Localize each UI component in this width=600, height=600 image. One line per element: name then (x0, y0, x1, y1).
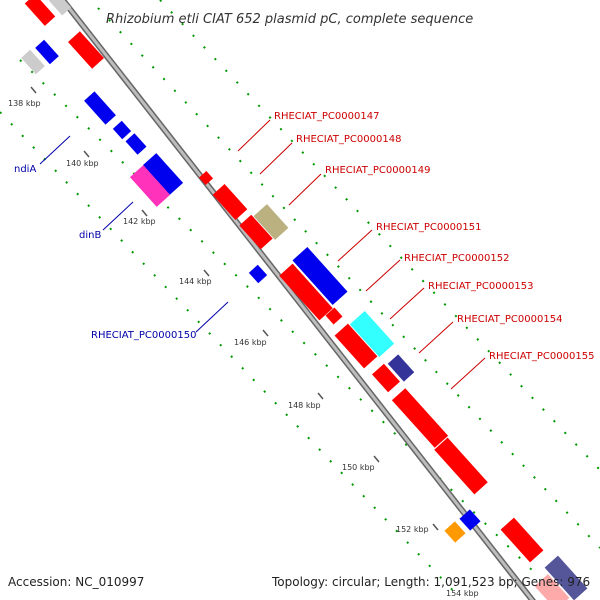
label-RHECIAT_PC0000155[interactable]: RHECIAT_PC0000155 (489, 351, 594, 362)
gene-red-forward-small[interactable] (325, 307, 343, 325)
gene-pink-forward[interactable] (534, 574, 570, 600)
map-title: Rhizobium etli CIAT 652 plasmid pC, comp… (106, 12, 473, 27)
tick-label-146: 146 kbp (234, 338, 267, 347)
gene-orange-reverse[interactable] (444, 521, 466, 543)
label-ndiA[interactable]: ndiA (14, 164, 36, 175)
label-RHECIAT_PC0000153[interactable]: RHECIAT_PC0000153 (428, 281, 533, 292)
gene-blue-reverse-1[interactable] (35, 39, 59, 65)
gc-track-inner-2 (159, 0, 600, 471)
gene-blue-reverse-5[interactable] (459, 509, 481, 531)
reverse-label-leaders (39, 135, 229, 333)
backbone (59, 0, 536, 600)
gene-RHECIAT_PC0000151[interactable] (292, 247, 348, 305)
tick-144 (203, 269, 210, 277)
gene-RHECIAT_PC0000148[interactable] (212, 184, 248, 220)
tick-146 (262, 329, 269, 337)
gc-track-inner-1 (0, 111, 463, 600)
gene-red-forward-2[interactable] (68, 31, 104, 69)
scale-ticks (30, 86, 439, 531)
tick-152 (432, 523, 439, 531)
tick-150 (373, 455, 380, 463)
gene-gray-reverse-1[interactable] (21, 49, 45, 75)
topology-summary-text: Topology: circular; Length: 1,091,523 bp… (271, 575, 590, 589)
label-RHECIAT_PC0000152[interactable]: RHECIAT_PC0000152 (404, 253, 509, 264)
forward-strand-genes (24, 0, 588, 600)
label-RHECIAT_PC0000154[interactable]: RHECIAT_PC0000154 (457, 314, 562, 325)
label-RHECIAT_PC0000148[interactable]: RHECIAT_PC0000148 (296, 134, 401, 145)
tick-label-140: 140 kbp (66, 159, 99, 168)
gene-olive-forward[interactable] (253, 204, 289, 240)
tick-label-142: 142 kbp (123, 217, 156, 226)
reverse-strand-genes (21, 39, 481, 543)
gene-RHECIAT_PC0000154[interactable] (334, 323, 378, 369)
gene-ndiA[interactable] (125, 133, 147, 155)
accession-text: Accession: NC_010997 (8, 575, 144, 589)
gene-RHECIAT_PC0000147[interactable] (198, 170, 214, 186)
gene-navy-forward[interactable] (387, 354, 415, 382)
gene-navy-forward-2[interactable] (544, 555, 588, 600)
gene-red-forward-5[interactable] (500, 517, 544, 563)
tick-140 (83, 150, 90, 158)
label-RHECIAT_PC0000149[interactable]: RHECIAT_PC0000149 (325, 165, 430, 176)
tick-142 (141, 209, 148, 217)
gene-red-forward-3[interactable] (372, 363, 400, 393)
gene-RHECIAT_PC0000150[interactable] (248, 264, 268, 284)
gene-gray-forward-1[interactable] (48, 0, 72, 16)
gene-blue-reverse-3[interactable] (112, 120, 132, 140)
gc-track-outer-1 (97, 7, 600, 549)
tick-label-150: 150 kbp (342, 463, 375, 472)
gene-red-forward-1[interactable] (24, 0, 56, 26)
tick-label-152: 152 kbp (396, 525, 429, 534)
tick-138 (30, 86, 37, 94)
gene-RHECIAT_PC0000152[interactable] (279, 263, 333, 321)
tick-label-138: 138 kbp (8, 99, 41, 108)
gene-red-forward-4[interactable] (434, 437, 488, 495)
label-RHECIAT_PC0000151[interactable]: RHECIAT_PC0000151 (376, 222, 481, 233)
label-RHECIAT_PC0000150[interactable]: RHECIAT_PC0000150 (91, 330, 196, 341)
label-RHECIAT_PC0000147[interactable]: RHECIAT_PC0000147 (274, 111, 379, 122)
tick-label-144: 144 kbp (179, 277, 212, 286)
tick-label-154: 154 kbp (446, 589, 479, 598)
gene-blue-reverse-4[interactable] (142, 153, 184, 195)
gene-RHECIAT_PC0000155[interactable] (391, 388, 449, 448)
label-dinB[interactable]: dinB (79, 230, 101, 241)
scale-tick-labels: 138 kbp 140 kbp 142 kbp 144 kbp 146 kbp … (8, 99, 479, 598)
gene-blue-reverse-2[interactable] (84, 91, 116, 125)
tick-148 (317, 392, 324, 400)
reverse-gene-labels: ndiA dinB RHECIAT_PC0000150 (14, 164, 196, 341)
gene-RHECIAT_PC0000153[interactable] (349, 310, 395, 358)
forward-gene-labels: RHECIAT_PC0000147 RHECIAT_PC0000148 RHEC… (274, 111, 594, 362)
gene-RHECIAT_PC0000149[interactable] (239, 214, 273, 250)
gene-dinB[interactable] (129, 165, 171, 207)
forward-label-leaders (237, 119, 486, 390)
tick-label-148: 148 kbp (288, 401, 321, 410)
